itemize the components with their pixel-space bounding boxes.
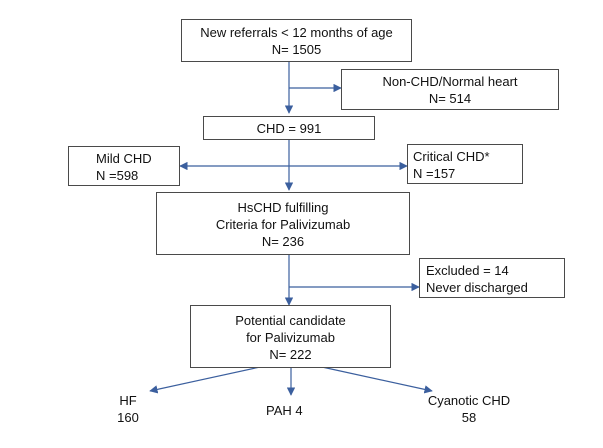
node-label-2: for Palivizumab [246,330,335,345]
outcome-label: HF [119,393,137,408]
node-label: Excluded = 14 [426,263,509,278]
node-label: CHD = 991 [256,121,322,136]
node-count: N= 1505 [271,42,322,57]
node-count: N =157 [413,166,456,181]
node-count: N= 514 [428,91,472,106]
node-hschd: HsCHD fulfilling Criteria for Palivizuma… [156,192,410,255]
node-label-2: Criteria for Palivizumab [215,217,351,232]
node-chd: CHD = 991 [203,116,375,140]
node-label: Critical CHD* [413,149,490,164]
node-label-2: Never discharged [426,280,528,295]
node-label: HsCHD fulfilling [237,200,329,215]
outcome-label: Cyanotic CHD [427,393,511,408]
node-label: Potential candidate [235,313,346,328]
node-excluded: Excluded = 14 Never discharged [419,258,565,298]
outcome-label: PAH 4 [266,403,303,418]
outcome-count: 160 [117,410,139,425]
node-label: New referrals < 12 months of age [200,25,393,40]
node-label: Non-CHD/Normal heart [382,74,518,89]
node-label: Mild CHD [96,151,152,166]
node-potential-candidate: Potential candidate for Palivizumab N= 2… [190,305,391,368]
outcome-hf: HF 160 [108,392,148,426]
outcome-count: 58 [461,410,477,425]
node-count: N= 236 [261,234,305,249]
node-non-chd: Non-CHD/Normal heart N= 514 [341,69,559,110]
node-mild-chd: Mild CHD N =598 [68,146,180,186]
outcome-cyanotic-chd: Cyanotic CHD 58 [421,392,517,426]
arrow-to-cyanotic [321,366,433,394]
node-critical-chd: Critical CHD* N =157 [407,144,523,184]
node-count: N =598 [96,168,139,183]
node-new-referrals: New referrals < 12 months of age N= 1505 [181,19,412,62]
arrow-to-hf [149,366,261,394]
outcome-pah: PAH 4 [266,402,303,419]
node-count: N= 222 [269,347,312,362]
